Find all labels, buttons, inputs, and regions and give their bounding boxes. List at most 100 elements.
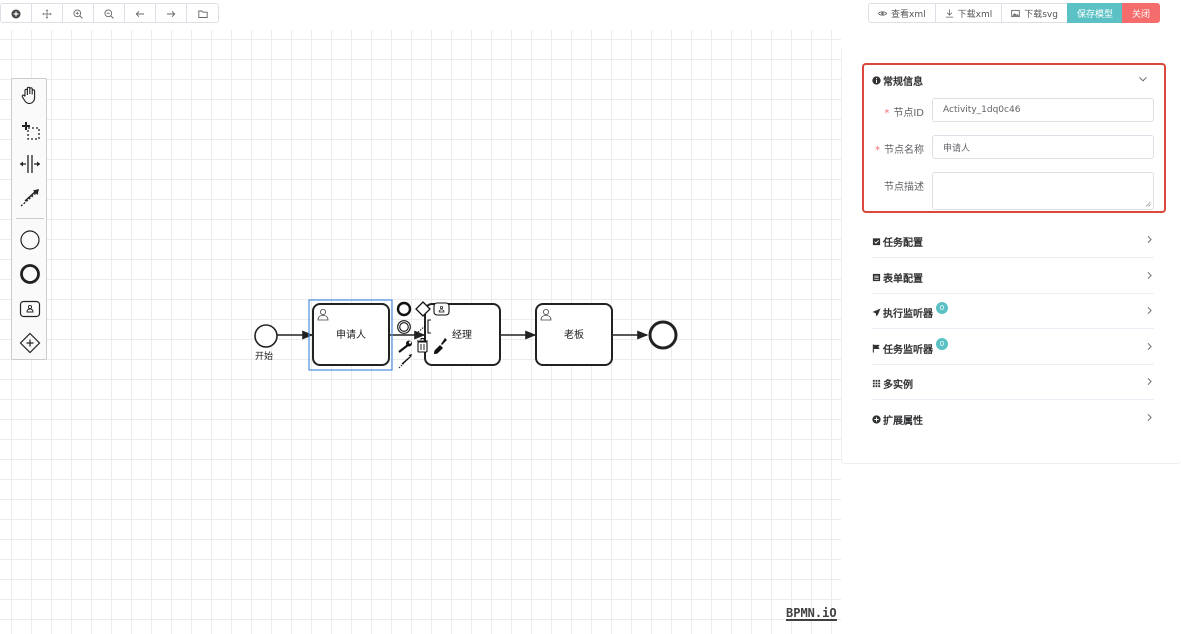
flag-icon	[872, 344, 880, 353]
start-event-icon	[20, 230, 40, 250]
plus-circle-icon	[872, 415, 881, 424]
node-name-input[interactable]: 申请人	[932, 135, 1154, 159]
form-list-icon	[872, 273, 881, 282]
user-task-applicant[interactable]: 申请人	[312, 303, 390, 366]
node-desc-textarea[interactable]	[932, 172, 1154, 210]
redo-icon	[167, 10, 176, 18]
bpmn-canvas[interactable]: 开始 申请人 经理	[0, 30, 841, 634]
chevron-right-icon	[1147, 236, 1152, 243]
append-intermediate-event-icon[interactable]	[397, 320, 411, 334]
download-xml-label: 下载xml	[957, 9, 993, 20]
lasso-tool[interactable]	[18, 118, 42, 142]
node-desc-row: 节点描述	[864, 172, 1164, 210]
section-label: 任务配置	[883, 238, 923, 249]
create-start-event[interactable]	[18, 228, 42, 252]
user-icon	[317, 309, 329, 321]
context-pad	[396, 301, 450, 369]
section-extension-properties[interactable]: 扩展属性	[872, 400, 1154, 436]
close-label: 关闭	[1131, 9, 1150, 20]
zoom-in-icon	[73, 9, 83, 19]
general-info-section: 常规信息 *节点ID Activity_1dq0c46 *节点名称 申请人 节点…	[862, 63, 1166, 213]
create-gateway[interactable]	[18, 331, 42, 355]
task-label: 老板	[564, 328, 584, 341]
section-label: 任务监听器	[883, 345, 933, 356]
plus-circle-icon	[11, 9, 21, 19]
section-task-listener[interactable]: 任务监听器 0	[872, 329, 1154, 365]
grid-icon	[872, 379, 881, 388]
section-multi-instance[interactable]: 多实例	[872, 364, 1154, 400]
tool-palette	[11, 78, 47, 360]
open-file-button[interactable]	[187, 4, 218, 22]
task-check-icon	[872, 238, 881, 246]
download-svg-label: 下载svg	[1024, 9, 1058, 20]
color-brush-icon[interactable]	[434, 338, 447, 354]
global-connect-tool[interactable]	[18, 186, 42, 210]
undo-button[interactable]	[125, 4, 156, 22]
create-end-event[interactable]	[18, 262, 42, 286]
node-name-label: *节点名称	[875, 145, 924, 156]
undo-icon	[135, 10, 144, 18]
view-xml-button[interactable]: 查看xml	[868, 3, 936, 23]
node-desc-label: 节点描述	[884, 182, 924, 193]
selection-outline	[308, 299, 393, 371]
chevron-right-icon	[1147, 272, 1152, 279]
move-icon	[42, 9, 52, 19]
section-execution-listener[interactable]: 执行监听器 0	[872, 293, 1154, 329]
eye-icon	[878, 10, 888, 16]
append-gateway-icon[interactable]	[415, 301, 431, 317]
plus-circle-button[interactable]	[1, 4, 32, 22]
save-model-button[interactable]: 保存模型	[1066, 3, 1123, 23]
user-icon	[540, 309, 552, 321]
general-info-header[interactable]: 常规信息	[872, 73, 923, 88]
end-event-icon	[20, 264, 40, 284]
node-id-label: *节点ID	[884, 108, 924, 119]
close-button[interactable]: 关闭	[1121, 3, 1160, 23]
paper-plane-icon	[872, 308, 881, 317]
create-user-task[interactable]	[18, 297, 42, 321]
append-end-event-icon[interactable]	[396, 301, 412, 317]
move-button[interactable]	[32, 4, 63, 22]
toolbar-right-group: 查看xml 下载xml 下载svg 保存模型 关闭	[868, 3, 1160, 23]
toolbar-left-group	[0, 3, 219, 23]
zoom-in-button[interactable]	[63, 4, 94, 22]
start-event-label: 开始	[255, 350, 273, 362]
chevron-down-icon[interactable]	[1138, 74, 1148, 84]
bpmn-io-logo[interactable]: BPMN.iO	[786, 606, 837, 621]
task-label: 申请人	[336, 328, 366, 341]
space-tool[interactable]	[18, 152, 42, 176]
lasso-tool-icon	[22, 122, 40, 140]
palette-separator	[16, 218, 44, 219]
chevron-right-icon	[1147, 343, 1152, 350]
start-event[interactable]	[254, 324, 278, 348]
zoom-out-button[interactable]	[94, 4, 125, 22]
view-xml-label: 查看xml	[891, 9, 926, 20]
download-xml-button[interactable]: 下载xml	[934, 3, 1003, 23]
user-task-boss[interactable]: 老板	[535, 303, 613, 366]
hand-tool[interactable]	[18, 83, 42, 107]
append-text-annotation-icon[interactable]	[415, 319, 431, 335]
process-diagram: 开始 申请人 经理	[254, 299, 678, 371]
wrench-icon[interactable]	[398, 340, 412, 353]
redo-button[interactable]	[156, 4, 187, 22]
gateway-icon	[19, 332, 41, 354]
download-svg-button[interactable]: 下载svg	[1001, 3, 1068, 23]
download-icon	[945, 8, 953, 18]
section-task-config[interactable]: 任务配置	[872, 222, 1154, 258]
end-event[interactable]	[648, 320, 678, 350]
space-tool-icon	[20, 155, 40, 173]
connect-icon[interactable]	[398, 354, 412, 369]
task-listener-count-badge: 0	[936, 337, 948, 350]
chevron-right-icon	[1147, 378, 1152, 385]
section-label: 表单配置	[883, 274, 923, 285]
task-label: 经理	[452, 328, 472, 341]
section-form-config[interactable]: 表单配置	[872, 258, 1154, 294]
resize-grip-icon[interactable]	[1145, 201, 1151, 207]
section-label: 多实例	[883, 380, 913, 391]
append-task-icon[interactable]	[433, 302, 450, 316]
user-task-manager[interactable]: 经理	[424, 303, 501, 366]
node-id-input[interactable]: Activity_1dq0c46	[932, 98, 1154, 122]
trash-icon[interactable]	[417, 338, 428, 353]
execution-listener-count-badge: 0	[936, 301, 948, 314]
chevron-right-icon	[1147, 414, 1152, 421]
